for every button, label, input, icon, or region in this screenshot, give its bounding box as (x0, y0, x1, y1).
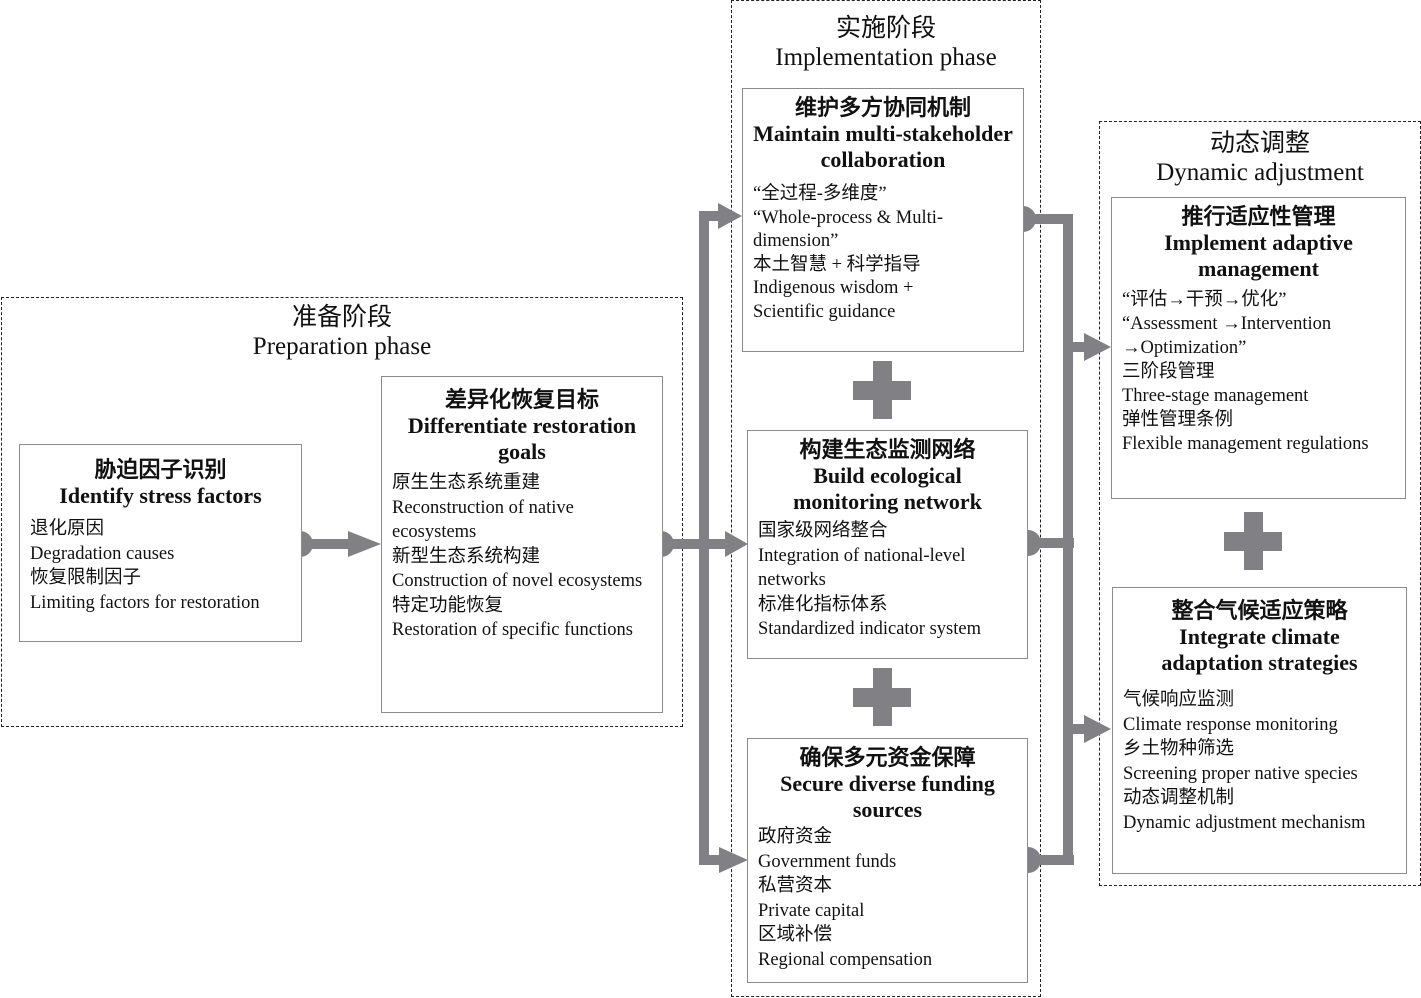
box-secure-funding: 确保多元资金保障 Secure diverse funding sources … (747, 738, 1028, 983)
list-item: Dynamic adjustment mechanism (1123, 812, 1366, 833)
list-item: “全过程-多维度” (753, 184, 887, 204)
box-items: 退化原因 Degradation causes 恢复限制因子 Limiting … (30, 517, 301, 615)
box-differentiate-restoration-goals: 差异化恢复目标 Differentiate restoration goals … (381, 376, 663, 713)
list-item: Private capital (758, 900, 865, 921)
list-item: Construction of novel ecosystems (392, 571, 643, 591)
box-title-en: Identify stress factors (59, 483, 262, 508)
dynamic-phase-title-en: Dynamic adjustment (1156, 159, 1364, 186)
list-item: “Whole-process & Multi-dimension” (753, 207, 944, 252)
list-item: 标准化指标体系 (758, 594, 888, 615)
list-item: 私营资本 (758, 876, 833, 896)
box-build-monitoring-network: 构建生态监测网络 Build ecological monitoring net… (747, 430, 1028, 659)
box-title-cn: 差异化恢复目标 (444, 387, 599, 412)
box-integrate-climate-adaptation: 整合气候适应策略 Integrate climate adaptation st… (1112, 587, 1407, 874)
box-title-cn: 胁迫因子识别 (94, 457, 227, 482)
list-item: 弹性管理条例 (1122, 410, 1234, 430)
implementation-phase: 实施阶段 Implementation phase (731, 0, 1041, 997)
list-item: Regional compensation (758, 949, 933, 970)
preparation-phase-title-en: Preparation phase (252, 333, 432, 360)
preparation-phase: 准备阶段 Preparation phase (1, 297, 683, 727)
list-item: Integration of national-level networks (758, 545, 971, 591)
list-item: 恢复限制因子 (30, 568, 142, 588)
box-title-cn: 整合气候适应策略 (1171, 598, 1348, 623)
connector-line (709, 539, 731, 549)
list-item: “评估→干预→优化” (1122, 290, 1287, 310)
box-items: 政府资金 Government funds 私营资本 Private capit… (758, 825, 1027, 972)
list-item: Three-stage management (1122, 386, 1309, 406)
list-item: 动态调整机制 (1123, 788, 1235, 808)
list-item: Reconstruction of native ecosystems (392, 497, 579, 543)
box-title-en: Secure diverse funding sources (780, 771, 995, 822)
list-item: Government funds (758, 851, 897, 872)
connector-trunk (699, 211, 709, 865)
connector-line (699, 855, 723, 865)
box-title-en: Implement adaptive management (1164, 230, 1353, 281)
list-item: Restoration of specific functions (392, 620, 633, 640)
list-item: 乡土物种筛选 (1123, 739, 1235, 759)
list-item: 三阶段管理 (1122, 362, 1215, 382)
list-item: Limiting factors for restoration (30, 592, 260, 613)
box-items: “全过程-多维度” “Whole-process & Multi-dimensi… (753, 183, 983, 324)
list-item: 国家级网络整合 (758, 521, 888, 541)
implementation-phase-title-cn: 实施阶段 (835, 15, 936, 42)
box-title-en: Build ecological monitoring network (793, 463, 982, 514)
box-implement-adaptive-management: 推行适应性管理 Implement adaptive management “评… (1111, 197, 1406, 499)
list-item: 退化原因 (30, 519, 105, 539)
plus-icon (853, 361, 911, 419)
box-items: 国家级网络整合 Integration of national-level ne… (758, 519, 1015, 642)
box-title-en: Maintain multi-stakeholder collaboration (753, 121, 1013, 172)
implementation-phase-title-en: Implementation phase (775, 44, 997, 71)
box-maintain-collaboration: 维护多方协同机制 Maintain multi-stakeholder coll… (742, 88, 1024, 352)
connector-trunk (1063, 214, 1073, 865)
list-item: Standardized indicator system (758, 619, 981, 639)
box-items: 原生生态系统重建 Reconstruction of native ecosys… (392, 471, 646, 643)
plus-icon (853, 668, 911, 726)
preparation-phase-title-cn: 准备阶段 (291, 304, 392, 331)
box-title-en: Integrate climate adaptation strategies (1161, 624, 1358, 675)
list-item: 气候响应监测 (1123, 690, 1235, 710)
list-item: Climate response monitoring (1123, 714, 1338, 735)
box-title-en: Differentiate restoration goals (407, 413, 637, 464)
list-item: “Assessment →Intervention →Optimization” (1122, 314, 1336, 358)
connector-line (699, 211, 721, 221)
box-title-cn: 构建生态监测网络 (799, 437, 976, 462)
connector-line (1073, 342, 1089, 352)
box-title-cn: 推行适应性管理 (1181, 204, 1336, 229)
box-identify-stress-factors: 胁迫因子识别 Identify stress factors 退化原因 Degr… (19, 444, 302, 642)
list-item: Screening proper native species (1123, 763, 1358, 784)
list-item: 本土智慧 + 科学指导 (753, 254, 921, 275)
list-item: 政府资金 (758, 827, 833, 847)
list-item: 新型生态系统构建 (392, 546, 541, 567)
list-item: Flexible management regulations (1122, 434, 1369, 454)
box-title-cn: 维护多方协同机制 (794, 95, 971, 120)
list-item: Degradation causes (30, 543, 175, 564)
box-items: “评估→干预→优化” “Assessment →Intervention →Op… (1122, 288, 1371, 456)
plus-icon (1224, 512, 1282, 570)
connector-line (1073, 724, 1089, 734)
dynamic-phase-title-cn: 动态调整 (1209, 130, 1310, 157)
list-item: Indigenous wisdom + Scientific guidance (753, 278, 919, 322)
list-item: 区域补偿 (758, 925, 833, 945)
dynamic-adjustment-phase: 动态调整 Dynamic adjustment (1099, 121, 1421, 886)
box-title-cn: 确保多元资金保障 (799, 745, 976, 770)
list-item: 特定功能恢复 (392, 595, 504, 616)
list-item: 原生生态系统重建 (392, 473, 541, 493)
box-items: 气候响应监测 Climate response monitoring 乡土物种筛… (1123, 688, 1402, 835)
